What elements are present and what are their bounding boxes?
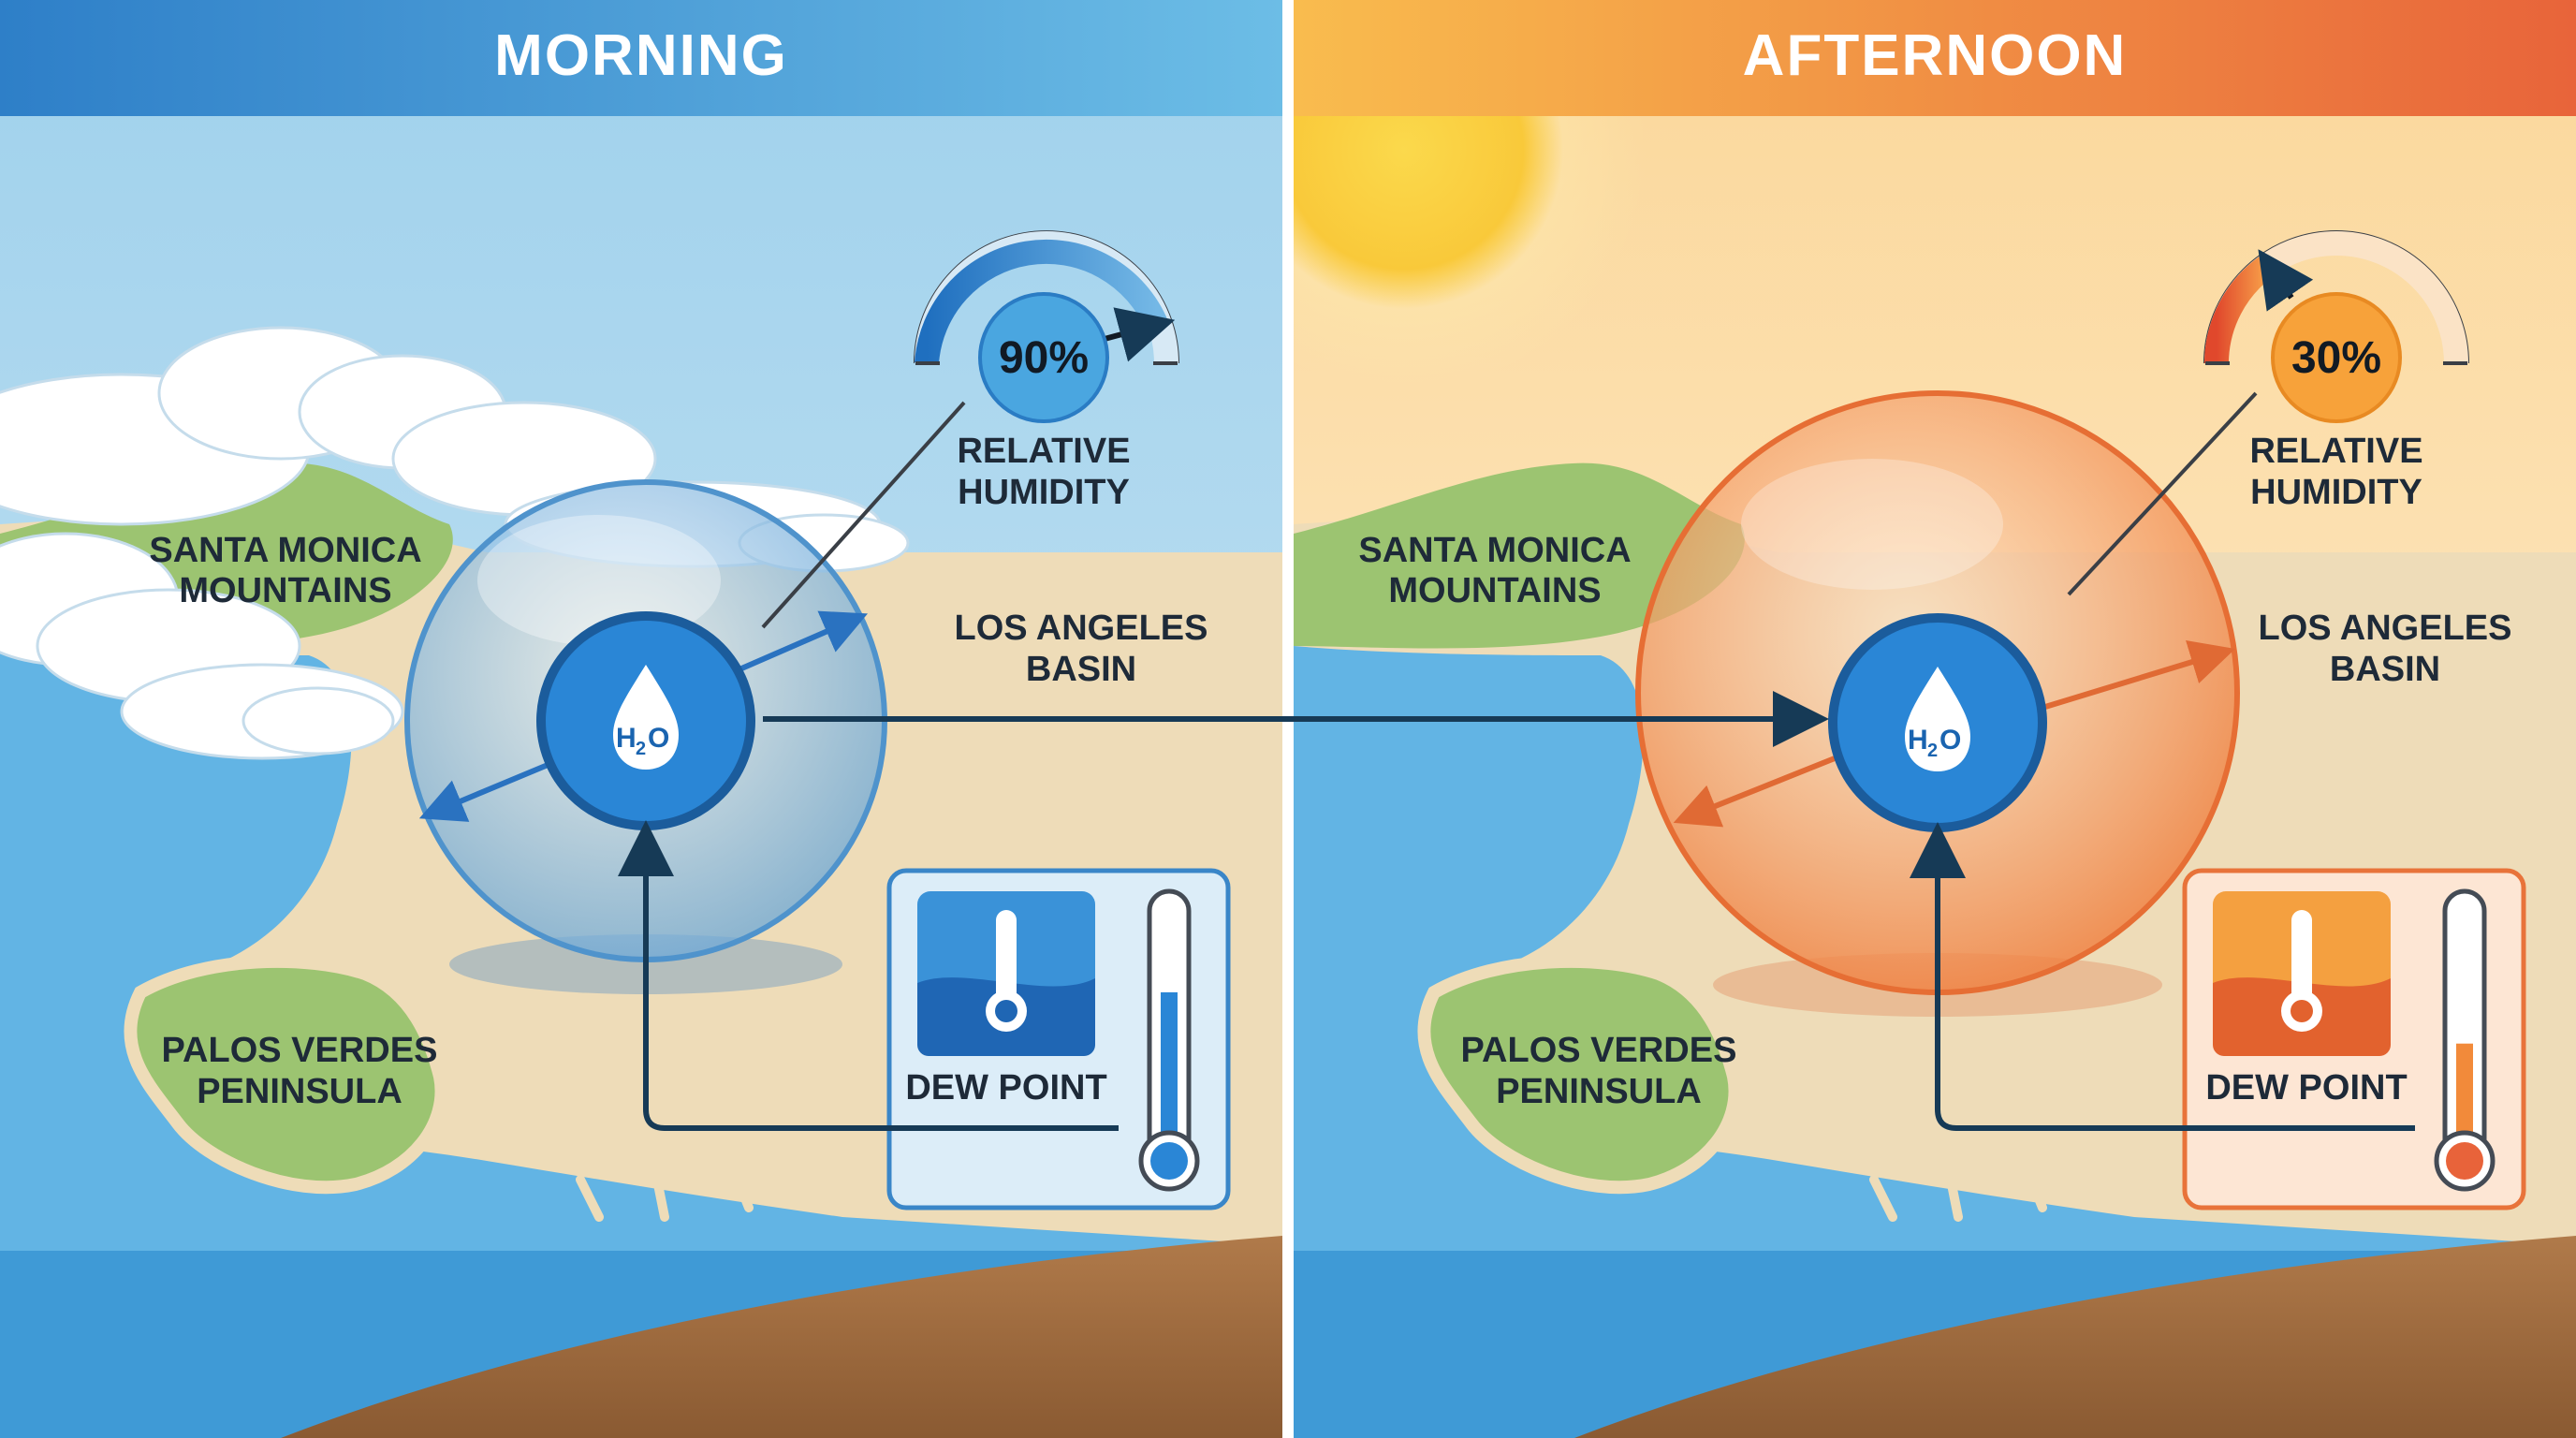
afternoon-ground: [1574, 1236, 2576, 1438]
morning-palos-verdes: [124, 954, 448, 1195]
morning-la-basin-label-2: BASIN: [1026, 650, 1136, 689]
morning-gauge-fill: [915, 239, 1169, 365]
morning-dew-point-card: DEW POINT: [886, 868, 1231, 1211]
afternoon-header-bar: [1294, 0, 2576, 116]
morning-santa-monica-label-2: MOUNTAINS: [179, 571, 391, 610]
morning-humidity-value: 90%: [999, 333, 1089, 383]
afternoon-bubble-highlight: [1741, 459, 2003, 590]
afternoon-thermometer-fill: [2456, 1043, 2473, 1159]
afternoon-h2o-o: O: [1939, 725, 1961, 756]
afternoon-harbor: [1813, 1091, 2085, 1222]
afternoon-h2o-sub: 2: [1927, 741, 1938, 761]
afternoon-expand-arrow-ne: [2044, 640, 2235, 710]
morning-palos-verdes-label-2: PENINSULA: [197, 1072, 402, 1111]
morning-palos-verdes-label-1: PALOS VERDES: [162, 1031, 438, 1070]
afternoon-dew-point-label: DEW POINT: [2205, 1068, 2407, 1108]
morning-h2o-o: O: [648, 723, 669, 754]
morning-panel: H 2 O 90% RELATIVE HUMIDITY SANTA MONICA…: [0, 0, 1282, 1438]
afternoon-gauge-fill: [2204, 256, 2275, 364]
afternoon-palos-verdes: [1417, 954, 1742, 1195]
morning-santa-monica-label-1: SANTA MONICA: [149, 531, 421, 570]
morning-ocean: [0, 646, 1282, 1255]
afternoon-gauge-hub: [2271, 292, 2402, 423]
morning-droplet-icon: [613, 665, 679, 770]
afternoon-gauge-needle: [2258, 249, 2314, 312]
afternoon-expand-arrow-sw: [1673, 756, 1837, 828]
morning-la-basin-label-1: LOS ANGELES: [955, 609, 1208, 648]
afternoon-dew-icon-thermo-stem: [2291, 910, 2312, 1004]
morning-humidity-label-2: HUMIDITY: [958, 473, 1130, 512]
morning-h2o-h: H: [616, 723, 637, 754]
afternoon-h2o-h: H: [1908, 725, 1928, 756]
afternoon-ocean: [1294, 646, 2576, 1255]
afternoon-humidity-label-2: HUMIDITY: [2250, 473, 2422, 512]
morning-dew-to-molecule-arrow: [618, 820, 1119, 1131]
afternoon-header-title: AFTERNOON: [1743, 23, 2128, 88]
afternoon-humidity-value: 30%: [2291, 333, 2381, 383]
morning-expand-arrow-sw: [418, 760, 554, 822]
afternoon-humidity-gauge: 30%: [2203, 230, 2469, 423]
afternoon-la-basin-label-2: BASIN: [2330, 650, 2440, 689]
morning-header-title: MORNING: [494, 23, 788, 88]
afternoon-santa-monica-hills: [1294, 462, 1745, 649]
afternoon-humidity-label-1: RELATIVE: [2249, 432, 2422, 471]
morning-expand-arrow-ne: [738, 610, 869, 672]
morning-ground: [281, 1236, 1282, 1438]
morning-header-bar: [0, 0, 1282, 116]
afternoon-dew-point-card: DEW POINT: [2182, 868, 2526, 1211]
afternoon-santa-monica-label-2: MOUNTAINS: [1388, 571, 1601, 610]
afternoon-droplet-icon: [1905, 667, 1970, 771]
afternoon-palos-verdes-label-1: PALOS VERDES: [1461, 1031, 1737, 1070]
morning-h2o-sub: 2: [636, 739, 646, 759]
afternoon-dew-to-molecule-arrow: [1910, 822, 2415, 1131]
morning-harbor: [520, 1091, 791, 1222]
morning-dew-icon-thermo-stem: [996, 910, 1017, 1004]
afternoon-humidity-leader: [2067, 391, 2258, 596]
morning-humidity-leader: [761, 401, 966, 629]
afternoon-palos-verdes-label-2: PENINSULA: [1496, 1072, 1702, 1111]
morning-humidity-gauge: 90%: [914, 230, 1179, 423]
afternoon-la-basin-label-1: LOS ANGELES: [2259, 609, 2512, 648]
morning-gauge-needle: [1104, 307, 1176, 362]
morning-dew-point-label: DEW POINT: [905, 1068, 1106, 1108]
morning-humidity-label-1: RELATIVE: [957, 432, 1130, 471]
morning-thermometer-fill: [1161, 991, 1178, 1159]
morning-gauge-hub: [978, 292, 1109, 423]
afternoon-santa-monica-label-1: SANTA MONICA: [1358, 531, 1631, 570]
